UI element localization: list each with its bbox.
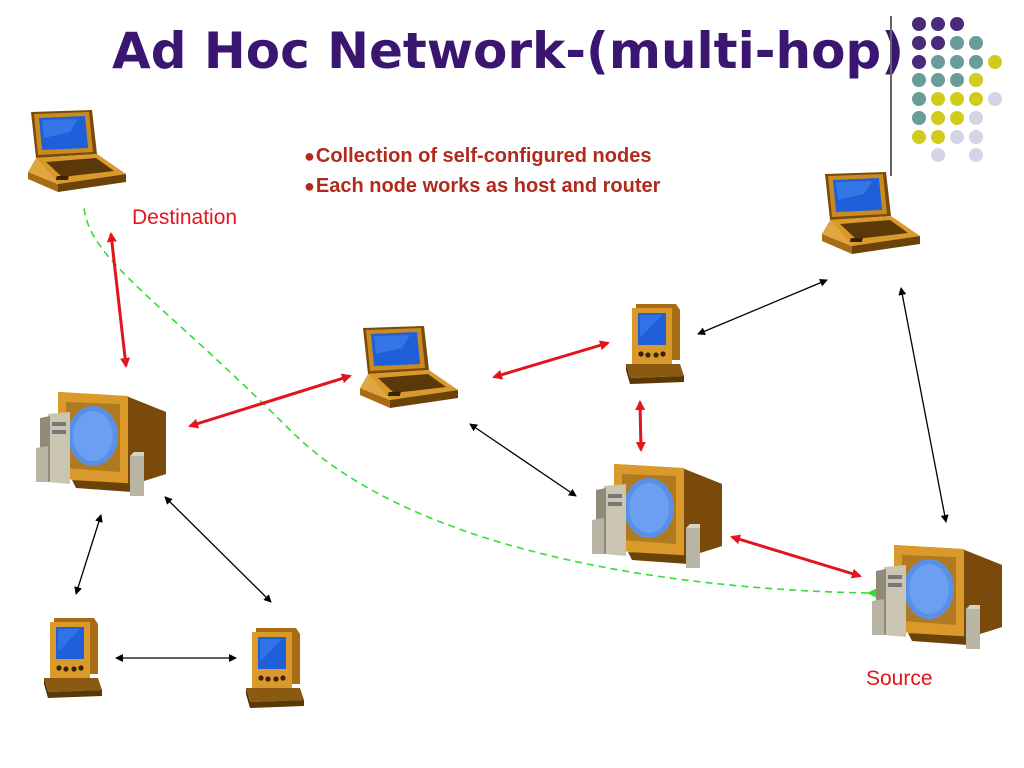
- bullet-item: Each node works as host and router: [304, 171, 661, 201]
- secondary-links: [74, 279, 949, 662]
- desktop-computer-icon: [592, 464, 722, 568]
- primary-link: [730, 534, 862, 579]
- pda-icon: [44, 618, 102, 698]
- route-path: [83, 207, 877, 598]
- primary-links: [106, 232, 862, 579]
- source-label: Source: [866, 667, 933, 690]
- primary-link: [188, 373, 352, 429]
- laptop-icon: [822, 172, 920, 254]
- title-divider: [890, 16, 892, 176]
- pda-icon: [246, 628, 304, 708]
- destination-label: Destination: [132, 206, 238, 229]
- secondary-link: [898, 287, 949, 523]
- primary-link: [106, 232, 131, 368]
- bullet-list: Collection of self-configured nodes Each…: [304, 141, 661, 201]
- desktop-computer-icon: [872, 545, 1002, 649]
- laptop-icon: [28, 110, 126, 192]
- desktop-computer-icon: [36, 392, 166, 496]
- pda-icon: [626, 304, 684, 384]
- page-title: Ad Hoc Network-(multi-hop): [112, 22, 905, 80]
- primary-link: [635, 400, 646, 452]
- secondary-link: [469, 423, 577, 497]
- secondary-link: [697, 279, 828, 335]
- laptop-icon: [360, 326, 458, 408]
- secondary-link: [164, 496, 272, 603]
- secondary-link: [74, 514, 103, 595]
- primary-link: [492, 340, 610, 380]
- bullet-item: Collection of self-configured nodes: [304, 141, 660, 171]
- decorative-dot-grid: [912, 17, 1002, 162]
